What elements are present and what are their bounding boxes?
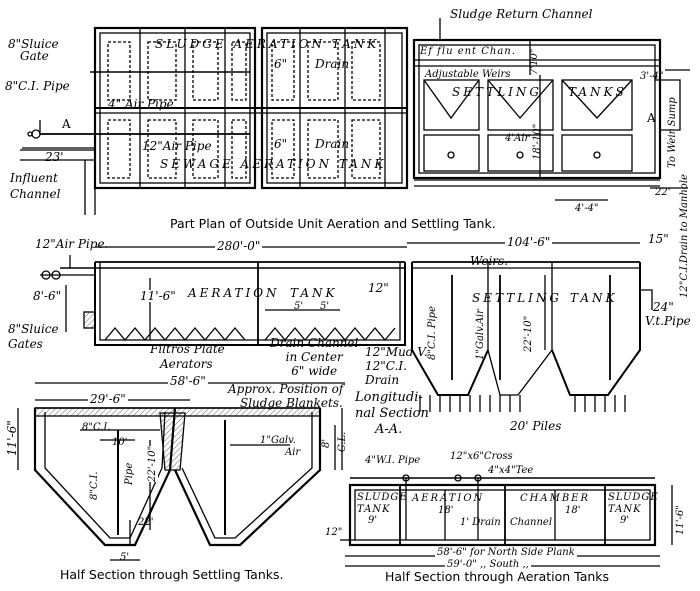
section-a-right-label: A	[647, 111, 656, 125]
settling-section-caption: Half Section through Settling Tanks.	[60, 567, 284, 582]
weirs-long-label: Weirs.	[470, 254, 509, 268]
settling-long-label: SETTLING	[472, 291, 563, 305]
settle-pipe-label: Pipe	[124, 462, 135, 485]
settle-air-label: Air	[285, 447, 301, 458]
tank-long-label: TANK	[290, 286, 338, 300]
dim-15-label: 15"	[648, 232, 669, 246]
effluent-channel-label: Ef flu ent Chan.	[420, 46, 516, 57]
settle-dim-8-label: 8'	[321, 438, 332, 448]
tanks-label: TANKS	[568, 85, 627, 99]
aerate-dim-18a-label: 18'	[438, 505, 454, 516]
dim-8-6-label: 8'-6"	[33, 289, 62, 303]
aerate-drain-label: 1' Drain	[460, 517, 501, 528]
piles-label: 20' Piles	[510, 419, 562, 433]
tee-label: 4"x4"Tee	[488, 465, 534, 476]
weir-sump-label: To Weir Sump	[667, 97, 678, 168]
settling-tank-long-label: TANK	[570, 291, 618, 305]
section-a-left-label: A	[62, 117, 71, 131]
dim-22-10-long-label: 22'-10"	[523, 315, 534, 352]
aerate-channel-label: Channel	[510, 517, 553, 528]
drain-top-label: Drain	[315, 57, 350, 71]
drain-6-top-label: 6"	[274, 57, 288, 71]
wi-pipe-label: 4"W.I. Pipe	[365, 455, 421, 466]
settle-dim-58-6-label: 58'-6"	[168, 374, 208, 388]
adjustable-weirs-label: Adjustable Weirs	[425, 69, 511, 80]
aerate-dim-18b-label: 18'	[565, 505, 581, 516]
aeration-half-section	[340, 474, 673, 567]
aerate-dim-12-label: 12"	[325, 527, 343, 538]
longitudinal-section	[40, 242, 653, 412]
settling-label: SETTLING	[452, 85, 543, 99]
aeration-section-caption: Half Section through Aeration Tanks	[385, 569, 610, 584]
air-pipe-12-label: 12"Air Pipe	[142, 139, 212, 153]
settling-half-section	[17, 382, 345, 561]
mud-valve-label: 12"Mud V.12"C.I.Drain	[365, 345, 428, 387]
dim-23-label: 23'	[45, 150, 64, 164]
settle-dim-29-6-label: 29'-6"	[88, 392, 128, 406]
aeration-long-label: AERATION	[188, 286, 280, 300]
aerate-dim-59-label: 59'-0" ,, South ,,	[445, 559, 531, 570]
aerate-dim-11-6-label: 11'-6"	[675, 505, 686, 535]
vt-pipe-label: 24"V.t.Pipe	[645, 300, 691, 328]
dim-4-4-label: 4'-4"	[575, 203, 599, 214]
dim-3-4-label: 3'-4"	[640, 71, 664, 82]
dim-5b-label: 5'	[320, 301, 330, 312]
plan-view	[20, 18, 690, 215]
galv-air-long-label: 1"Galv.Air	[475, 309, 486, 360]
settle-dim-5-label: 5'	[120, 552, 130, 563]
drain-bottom-label: Drain	[315, 137, 350, 151]
sludge-aeration-tank-label: SLUDGE AERATION TANK	[155, 37, 380, 51]
plan-caption: Part Plan of Outside Unit Aeration and S…	[170, 216, 496, 231]
settle-galv-label: 1"Galv.	[260, 435, 296, 446]
air-4-label: 4'Air	[505, 133, 530, 144]
air-pipe-long-label: 12"Air Pipe.	[35, 237, 109, 251]
aerate-dim-58-6-label: 58'-6" for North Side Plank	[435, 547, 577, 558]
dim-11-6-long-label: 11'-6"	[140, 289, 176, 303]
dim-5a-label: 5'	[294, 301, 304, 312]
dim-7-10-label: 7'10"	[529, 48, 540, 75]
settle-ci-8-label: 8"C.I.	[82, 422, 111, 433]
settle-dim-10-label: 10'	[112, 437, 128, 448]
plan-ci-pipe-label: 8"C.I. Pipe	[5, 79, 70, 93]
sewage-aeration-tank-label: SEWAGE AERATION TANK	[160, 157, 387, 171]
cross-label: 12"x6"Cross	[450, 451, 513, 462]
drain-6-bottom-label: 6"	[274, 137, 288, 151]
dim-12-long-label: 12"	[368, 281, 389, 295]
chamber-label: CHAMBER	[520, 493, 591, 504]
ci-pipe-8-long-label: 8"C.I. Pipe	[427, 306, 438, 360]
dim-280-label: 280'-0"	[215, 239, 263, 253]
aerate-dim-9a-label: 9'	[368, 515, 378, 526]
aerate-dim-9b-label: 9'	[620, 515, 630, 526]
settle-ci-pipe-label: 8"C.I.	[89, 471, 100, 500]
settle-dim-11-6-label: 11'-6"	[5, 420, 19, 456]
air-pipe-4-label: 4" Air Pipe	[108, 97, 174, 111]
manhole-drain-label: 12"C.I.Drain to Manhole	[679, 174, 690, 298]
dim-22-label: 22'	[655, 187, 671, 198]
sludge-return-label: Sludge Return Channel	[450, 7, 593, 21]
dim-18-10-label: 18'-10"	[532, 123, 543, 160]
settle-cl-label: C.L.	[337, 431, 348, 452]
aeration-section-label: AERATION	[412, 493, 485, 504]
dim-104-label: 104'-6"	[505, 235, 553, 249]
settle-dim-22-label: 22'	[138, 517, 154, 528]
settle-dim-22-10-label: 22'-10"	[147, 445, 158, 482]
